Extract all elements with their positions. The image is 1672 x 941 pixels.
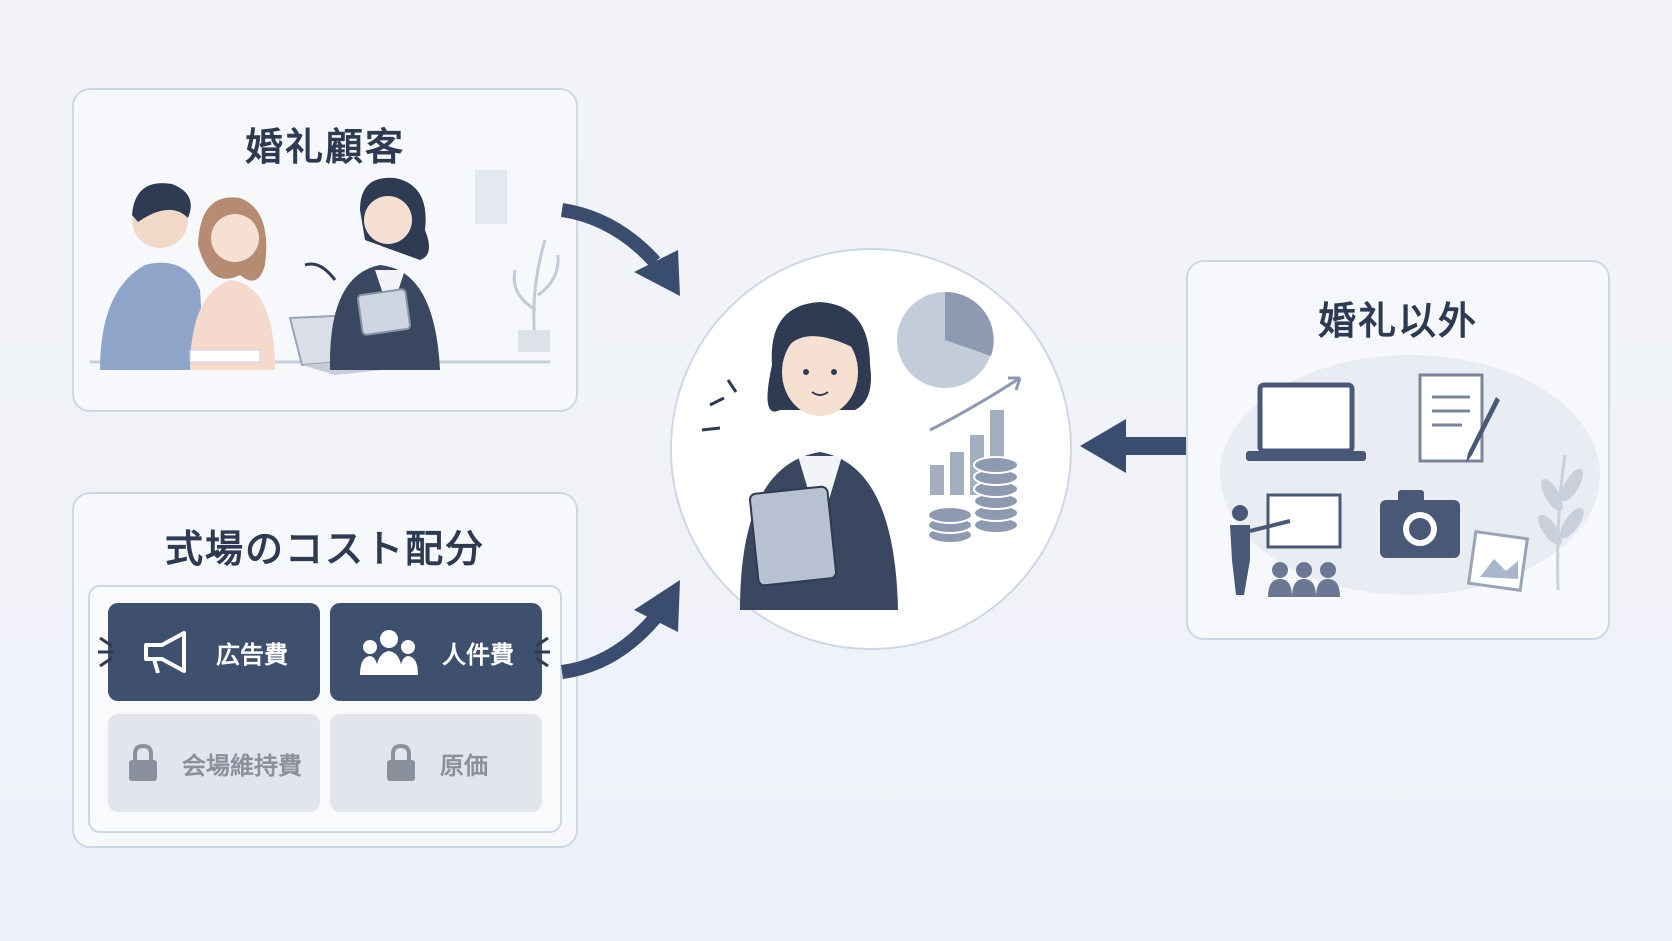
advertising-cost-button[interactable]: 広告費: [108, 603, 320, 701]
paper: [189, 349, 261, 363]
document-pen-icon: [1418, 373, 1500, 463]
lock-icon: [387, 743, 415, 781]
planner-figure: [304, 177, 440, 370]
arrow-customers-to-center: [560, 203, 680, 296]
plant-pot: [518, 330, 550, 352]
non-wedding-title: 婚礼以外: [1317, 299, 1478, 343]
arrow-non-wedding-to-center: [1080, 419, 1186, 473]
plant-icon: [512, 239, 560, 341]
leaf-icon: [1538, 454, 1584, 591]
cost-allocation-title: 式場のコスト配分: [164, 527, 485, 571]
planner-analysis-illustration: [701, 291, 1022, 610]
planner-figure: [740, 302, 898, 610]
photo-icon: [1466, 529, 1530, 593]
woman-client-figure: [190, 197, 275, 370]
arrow-cost-to-center: [560, 580, 680, 679]
cost-of-goods-button: 原価: [330, 714, 542, 812]
pie-chart-icon: [897, 291, 994, 388]
megaphone-icon: [144, 631, 186, 674]
coins-icon: [927, 456, 1019, 544]
cost-of-goods-label: 原価: [440, 751, 488, 780]
venue-maintenance-cost-label: 会場維持費: [182, 751, 302, 780]
consultation-illustration: [90, 170, 560, 375]
personnel-cost-label: 人件費: [442, 640, 514, 669]
man-figure: [100, 183, 205, 370]
window-decoration: [475, 170, 507, 224]
laptop-icon: [1246, 382, 1366, 461]
lock-icon: [129, 743, 157, 781]
people-icon: [360, 630, 418, 675]
camera-icon: [1380, 490, 1460, 558]
presentation-icon: [1230, 493, 1342, 597]
venue-maintenance-cost-button: 会場維持費: [108, 714, 320, 812]
emphasis-marks-right: [534, 636, 550, 668]
customers-title: 婚礼顧客: [244, 125, 405, 169]
personnel-cost-button[interactable]: 人件費: [330, 603, 542, 701]
non-wedding-illustration: [1220, 355, 1600, 597]
advertising-cost-label: 広告費: [216, 640, 288, 669]
emphasis-marks-left: [98, 636, 114, 668]
sparkle-marks: [701, 379, 738, 432]
